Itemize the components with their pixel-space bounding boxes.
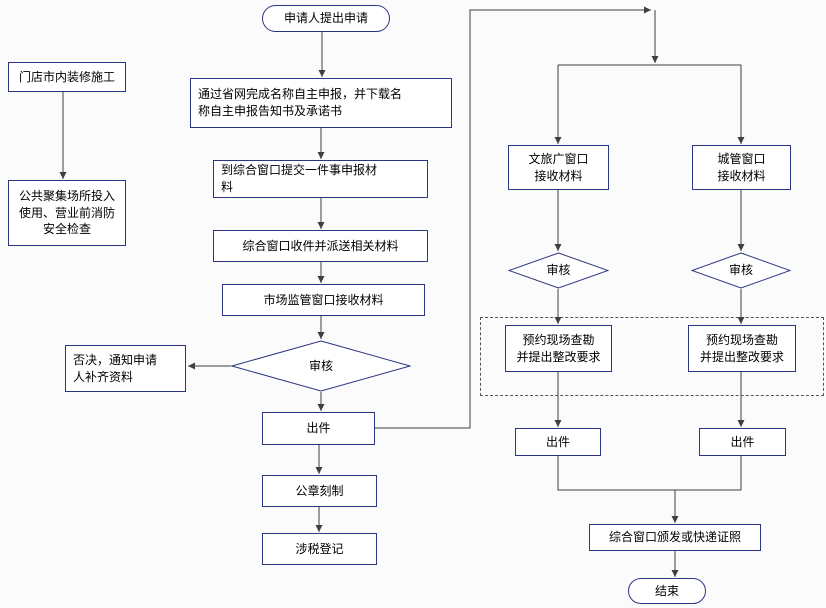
node-review-left-label: 审核: [546, 263, 571, 278]
node-receive-dispatch-label: 综合窗口收件并派送相关材料: [242, 238, 399, 253]
node-survey-right-label: 预约现场查勘 并提出整改要求: [699, 332, 784, 364]
node-tax-registration: 涉税登记: [262, 533, 377, 565]
node-culture-window: 文旅广窗口 接收材料: [508, 145, 609, 190]
node-start: 申请人提出申请: [262, 5, 390, 32]
node-issue-center-label: 出件: [306, 421, 331, 436]
node-issue-left-label: 出件: [545, 434, 570, 449]
node-end: 结束: [628, 578, 706, 604]
node-fire-safety-check: 公共聚集场所投入 使用、营业前消防 安全检查: [8, 180, 126, 246]
node-receive-dispatch: 综合窗口收件并派送相关材料: [213, 230, 428, 262]
diamond-shape: [691, 252, 791, 289]
node-issue-left: 出件: [515, 428, 601, 456]
node-urban-window-label: 城管窗口 接收材料: [717, 151, 766, 183]
node-review-right: 审核: [691, 252, 791, 289]
node-market-window: 市场监管窗口接收材料: [222, 284, 425, 316]
node-submit-materials-label: 到综合窗口提交一件事申报材 料: [221, 163, 378, 194]
node-submit-materials: 到综合窗口提交一件事申报材 料: [213, 160, 428, 198]
node-review-center-label: 审核: [308, 358, 333, 373]
node-survey-left: 预约现场查勘 并提出整改要求: [505, 325, 612, 372]
node-review-center: 审核: [231, 340, 411, 392]
node-survey-right: 预约现场查勘 并提出整改要求: [688, 325, 796, 372]
node-seal-engraving-label: 公章刻制: [295, 483, 344, 498]
node-deliver-license: 综合窗口颁发或快递证照: [589, 524, 761, 551]
node-reject-notice: 否决，通知申请 人补齐资料: [65, 345, 186, 392]
node-shop-decoration: 门店市内装修施工: [8, 62, 126, 92]
node-shop-decoration-label: 门店市内装修施工: [18, 69, 115, 84]
node-online-declare-label: 通过省网完成名称自主申报，并下载名 称自主申报告知书及承诺书: [198, 87, 403, 118]
node-issue-right-label: 出件: [730, 434, 755, 449]
node-urban-window: 城管窗口 接收材料: [692, 145, 791, 190]
node-reject-notice-label: 否决，通知申请 人补齐资料: [73, 352, 158, 384]
node-culture-window-label: 文旅广窗口 接收材料: [528, 151, 589, 183]
node-tax-registration-label: 涉税登记: [295, 541, 344, 556]
site-survey-dashed-region: [480, 317, 824, 396]
node-fire-safety-check-label: 公共聚集场所投入 使用、营业前消防 安全检查: [18, 189, 115, 237]
node-issue-center: 出件: [262, 412, 375, 445]
node-end-label: 结束: [654, 583, 679, 598]
node-deliver-license-label: 综合窗口颁发或快递证照: [608, 530, 741, 545]
node-issue-right: 出件: [699, 428, 786, 456]
diamond-shape: [231, 340, 411, 392]
node-review-right-label: 审核: [728, 263, 753, 278]
node-survey-left-label: 预约现场查勘 并提出整改要求: [516, 332, 601, 364]
node-online-declare: 通过省网完成名称自主申报，并下载名 称自主申报告知书及承诺书: [190, 78, 452, 128]
node-market-window-label: 市场监管窗口接收材料: [263, 292, 384, 307]
diamond-shape: [508, 252, 609, 289]
node-seal-engraving: 公章刻制: [262, 475, 377, 507]
node-start-label: 申请人提出申请: [283, 11, 368, 26]
node-review-left: 审核: [508, 252, 609, 289]
